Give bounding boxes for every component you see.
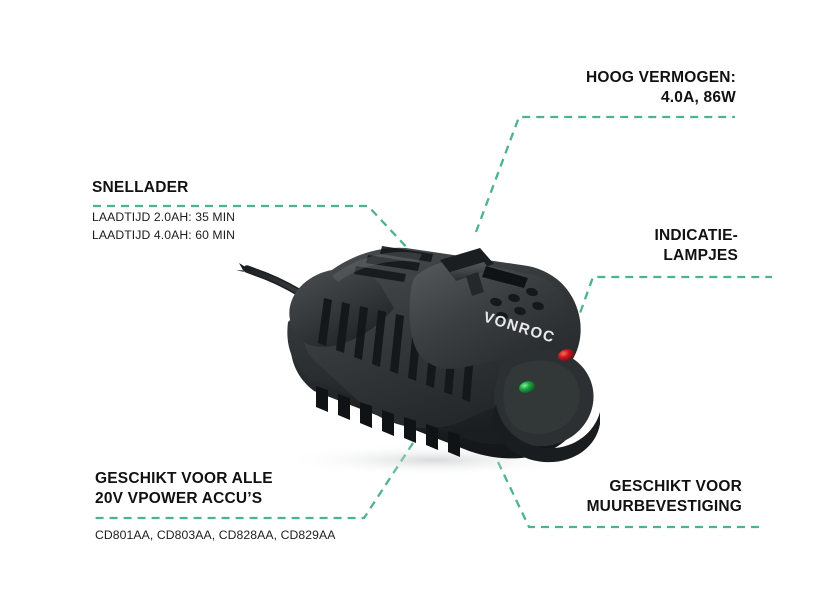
callout-indicatie-lampjes: INDICATIE- LAMPJES <box>596 226 738 267</box>
callout-geschikt-accus-title: GESCHIKT VOOR ALLE 20V VPOWER ACCU’S <box>95 470 273 508</box>
red-indicator-led <box>558 349 574 361</box>
plateau-vent-dots <box>490 287 544 321</box>
cooling-fins-top <box>354 246 433 282</box>
charger-led-panel-inset <box>503 360 580 434</box>
callout-snellader-sub: LAADTIJD 2.0AH: 35 MIN LAADTIJD 4.0AH: 6… <box>92 210 236 242</box>
green-indicator-led <box>519 381 535 393</box>
callout-hoog-vermogen-title: HOOG VERMOGEN: 4.0A, 86W <box>585 69 736 107</box>
battery-terminal-slot <box>440 248 528 296</box>
charger-right-skirt <box>492 404 600 463</box>
power-cable <box>236 263 304 297</box>
callout-snellader: SNELLADER LAADTIJD 2.0AH: 35 MIN LAADTIJ… <box>92 178 372 244</box>
callout-geschikt-muurbevestiging: GESCHIKT VOOR MUURBEVESTIGING <box>570 477 742 518</box>
body-highlight <box>332 252 422 282</box>
product-illustration: VONROC <box>236 246 600 476</box>
callout-geschikt-muurbevestiging-title: GESCHIKT VOOR MUURBEVESTIGING <box>586 478 742 516</box>
charger-plateau <box>409 260 567 369</box>
callout-geschikt-accus: GESCHIKT VOOR ALLE 20V VPOWER ACCU’S CD8… <box>95 469 363 544</box>
callout-hoog-vermogen: HOOG VERMOGEN: 4.0A, 86W <box>528 68 736 109</box>
bottom-rail-notches <box>316 386 460 457</box>
connector-hoog-vermogen <box>474 115 735 233</box>
callout-snellader-title: SNELLADER <box>92 179 189 196</box>
callout-indicatie-lampjes-title: INDICATIE- LAMPJES <box>654 227 738 265</box>
callout-geschikt-accus-models: CD801AA, CD803AA, CD828AA, CD829AA <box>95 527 336 542</box>
